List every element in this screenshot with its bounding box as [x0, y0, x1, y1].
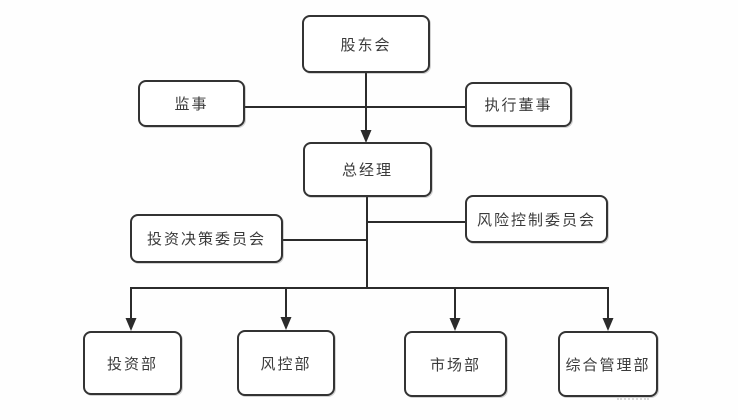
- node-label: 投资决策委员会: [146, 231, 266, 248]
- node-label: 风险控制委员会: [476, 211, 596, 229]
- node-executive-director: 执行董事: [465, 82, 572, 127]
- node-label: 监事: [174, 96, 209, 113]
- node-shareholders-meeting: 股东会: [302, 15, 430, 73]
- node-investment-decision-committee: 投资决策委员会: [130, 214, 283, 263]
- arrowhead-dept-invest: [125, 318, 137, 331]
- node-investment-department: 投资部: [83, 331, 182, 395]
- edge-bus: [130, 287, 609, 319]
- node-supervisor: 监事: [138, 80, 245, 127]
- watermark-smudge: [617, 398, 649, 402]
- node-label: 市场部: [429, 356, 481, 374]
- arrowhead-dept-admin: [602, 318, 614, 331]
- node-label: 股东会: [340, 36, 392, 54]
- node-label: 执行董事: [484, 97, 553, 114]
- node-label: 风控部: [260, 355, 312, 373]
- arrowhead-gm: [360, 130, 372, 143]
- arrowhead-dept-market: [449, 318, 461, 331]
- node-risk-control-department: 风控部: [237, 330, 335, 396]
- node-market-department: 市场部: [404, 331, 507, 397]
- arrowhead-dept-risk: [280, 317, 292, 330]
- node-risk-control-committee: 风险控制委员会: [465, 195, 608, 243]
- node-label: 综合管理部: [565, 356, 651, 374]
- node-label: 投资部: [106, 355, 158, 373]
- node-general-manager: 总经理: [303, 142, 432, 197]
- node-label: 总经理: [341, 162, 393, 179]
- node-general-management-department: 综合管理部: [558, 331, 658, 397]
